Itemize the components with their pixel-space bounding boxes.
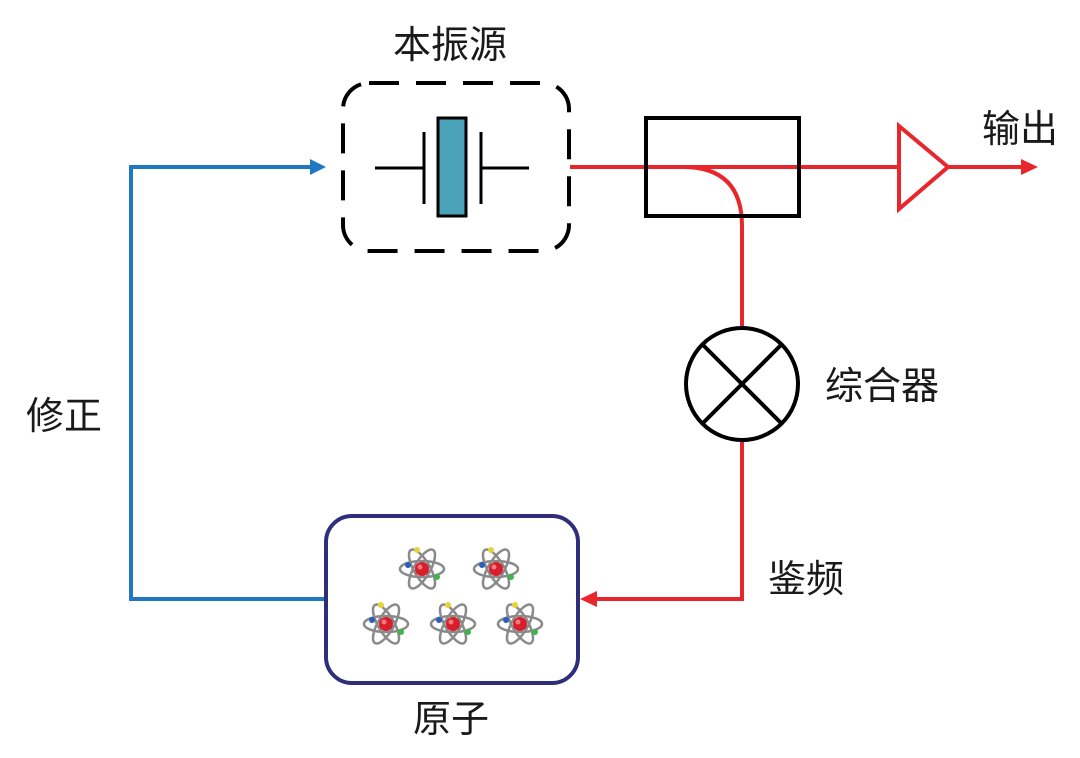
- amplifier-triangle: [897, 121, 952, 214]
- local-oscillator: [341, 81, 571, 253]
- correction-label: 修正: [26, 394, 103, 438]
- atoms-label: 原子: [413, 697, 490, 741]
- directional-coupler: [644, 116, 801, 218]
- atoms-box: [324, 514, 580, 685]
- local-oscillator-label: 本振源: [393, 23, 508, 67]
- synthesizer-mixer: [684, 326, 800, 442]
- frequency-discrimination-label: 鉴频: [768, 557, 845, 601]
- synthesizer-label: 综合器: [825, 364, 940, 408]
- coupler-branch-curve: [682, 165, 744, 327]
- correction-arrowhead: [310, 159, 326, 175]
- crystal-resonator: [436, 116, 468, 218]
- mixer-cross-b: [700, 342, 784, 426]
- atoms-input-arrowhead: [580, 591, 597, 607]
- correction-line: [129, 165, 325, 601]
- correction-path: [129, 159, 326, 601]
- atoms-cell: [324, 514, 580, 685]
- output-label: 输出: [982, 107, 1059, 151]
- synthesizer-to-atoms-line: [596, 440, 744, 601]
- signal-path: [570, 159, 1038, 607]
- output-arrowhead: [1021, 159, 1038, 175]
